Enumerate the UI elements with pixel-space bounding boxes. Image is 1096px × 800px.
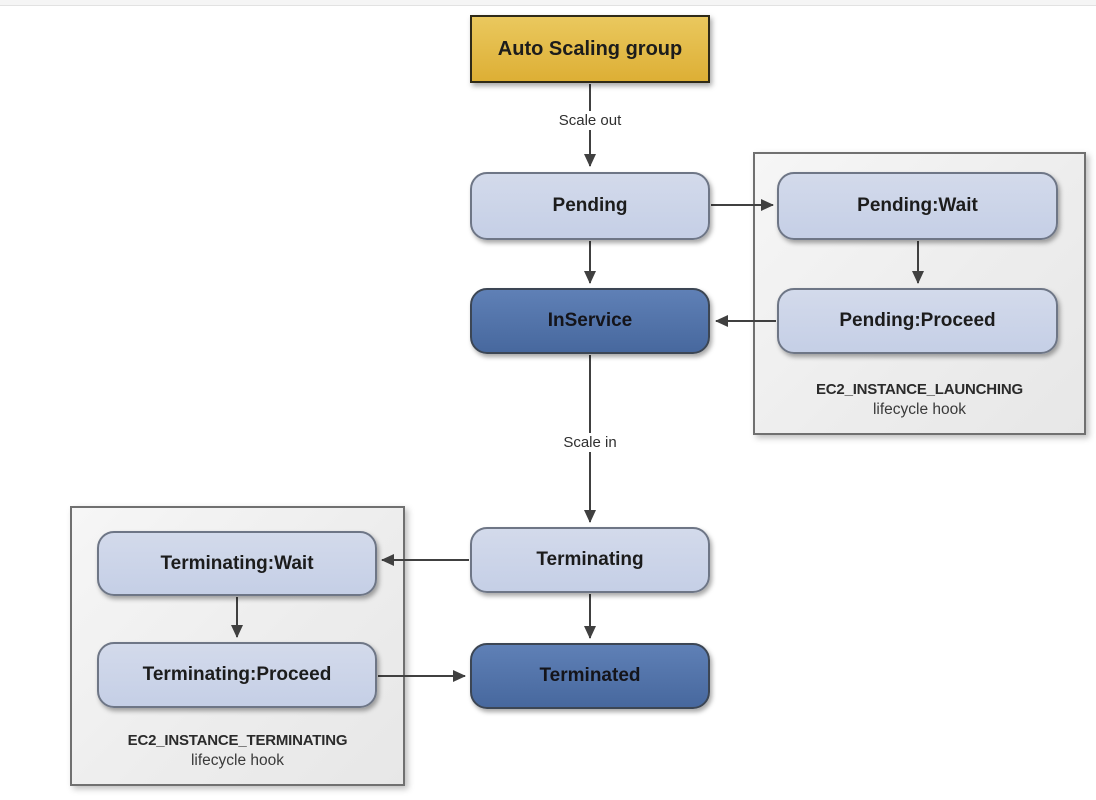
node-terminated: Terminated [470, 643, 710, 709]
launching-hook-label: EC2_INSTANCE_LAUNCHING lifecycle hook [755, 380, 1084, 421]
top-strip [0, 0, 1096, 6]
node-pending-proceed: Pending:Proceed [777, 288, 1058, 354]
node-inservice: InService [470, 288, 710, 354]
node-pending: Pending [470, 172, 710, 240]
launching-hook-name: EC2_INSTANCE_LAUNCHING [815, 380, 1023, 398]
node-terminating-wait: Terminating:Wait [97, 531, 377, 596]
node-auto-scaling-group: Auto Scaling group [470, 15, 710, 83]
terminating-hook-caption: lifecycle hook [190, 752, 285, 770]
terminating-hook-label: EC2_INSTANCE_TERMINATING lifecycle hook [72, 731, 403, 772]
node-terminating-proceed: Terminating:Proceed [97, 642, 377, 708]
terminating-hook-name: EC2_INSTANCE_TERMINATING [127, 731, 348, 749]
scale-in-label: Scale in [558, 433, 622, 452]
launching-hook-caption: lifecycle hook [872, 401, 967, 419]
scale-out-label: Scale out [553, 111, 627, 130]
node-pending-wait: Pending:Wait [777, 172, 1058, 240]
node-terminating: Terminating [470, 527, 710, 593]
